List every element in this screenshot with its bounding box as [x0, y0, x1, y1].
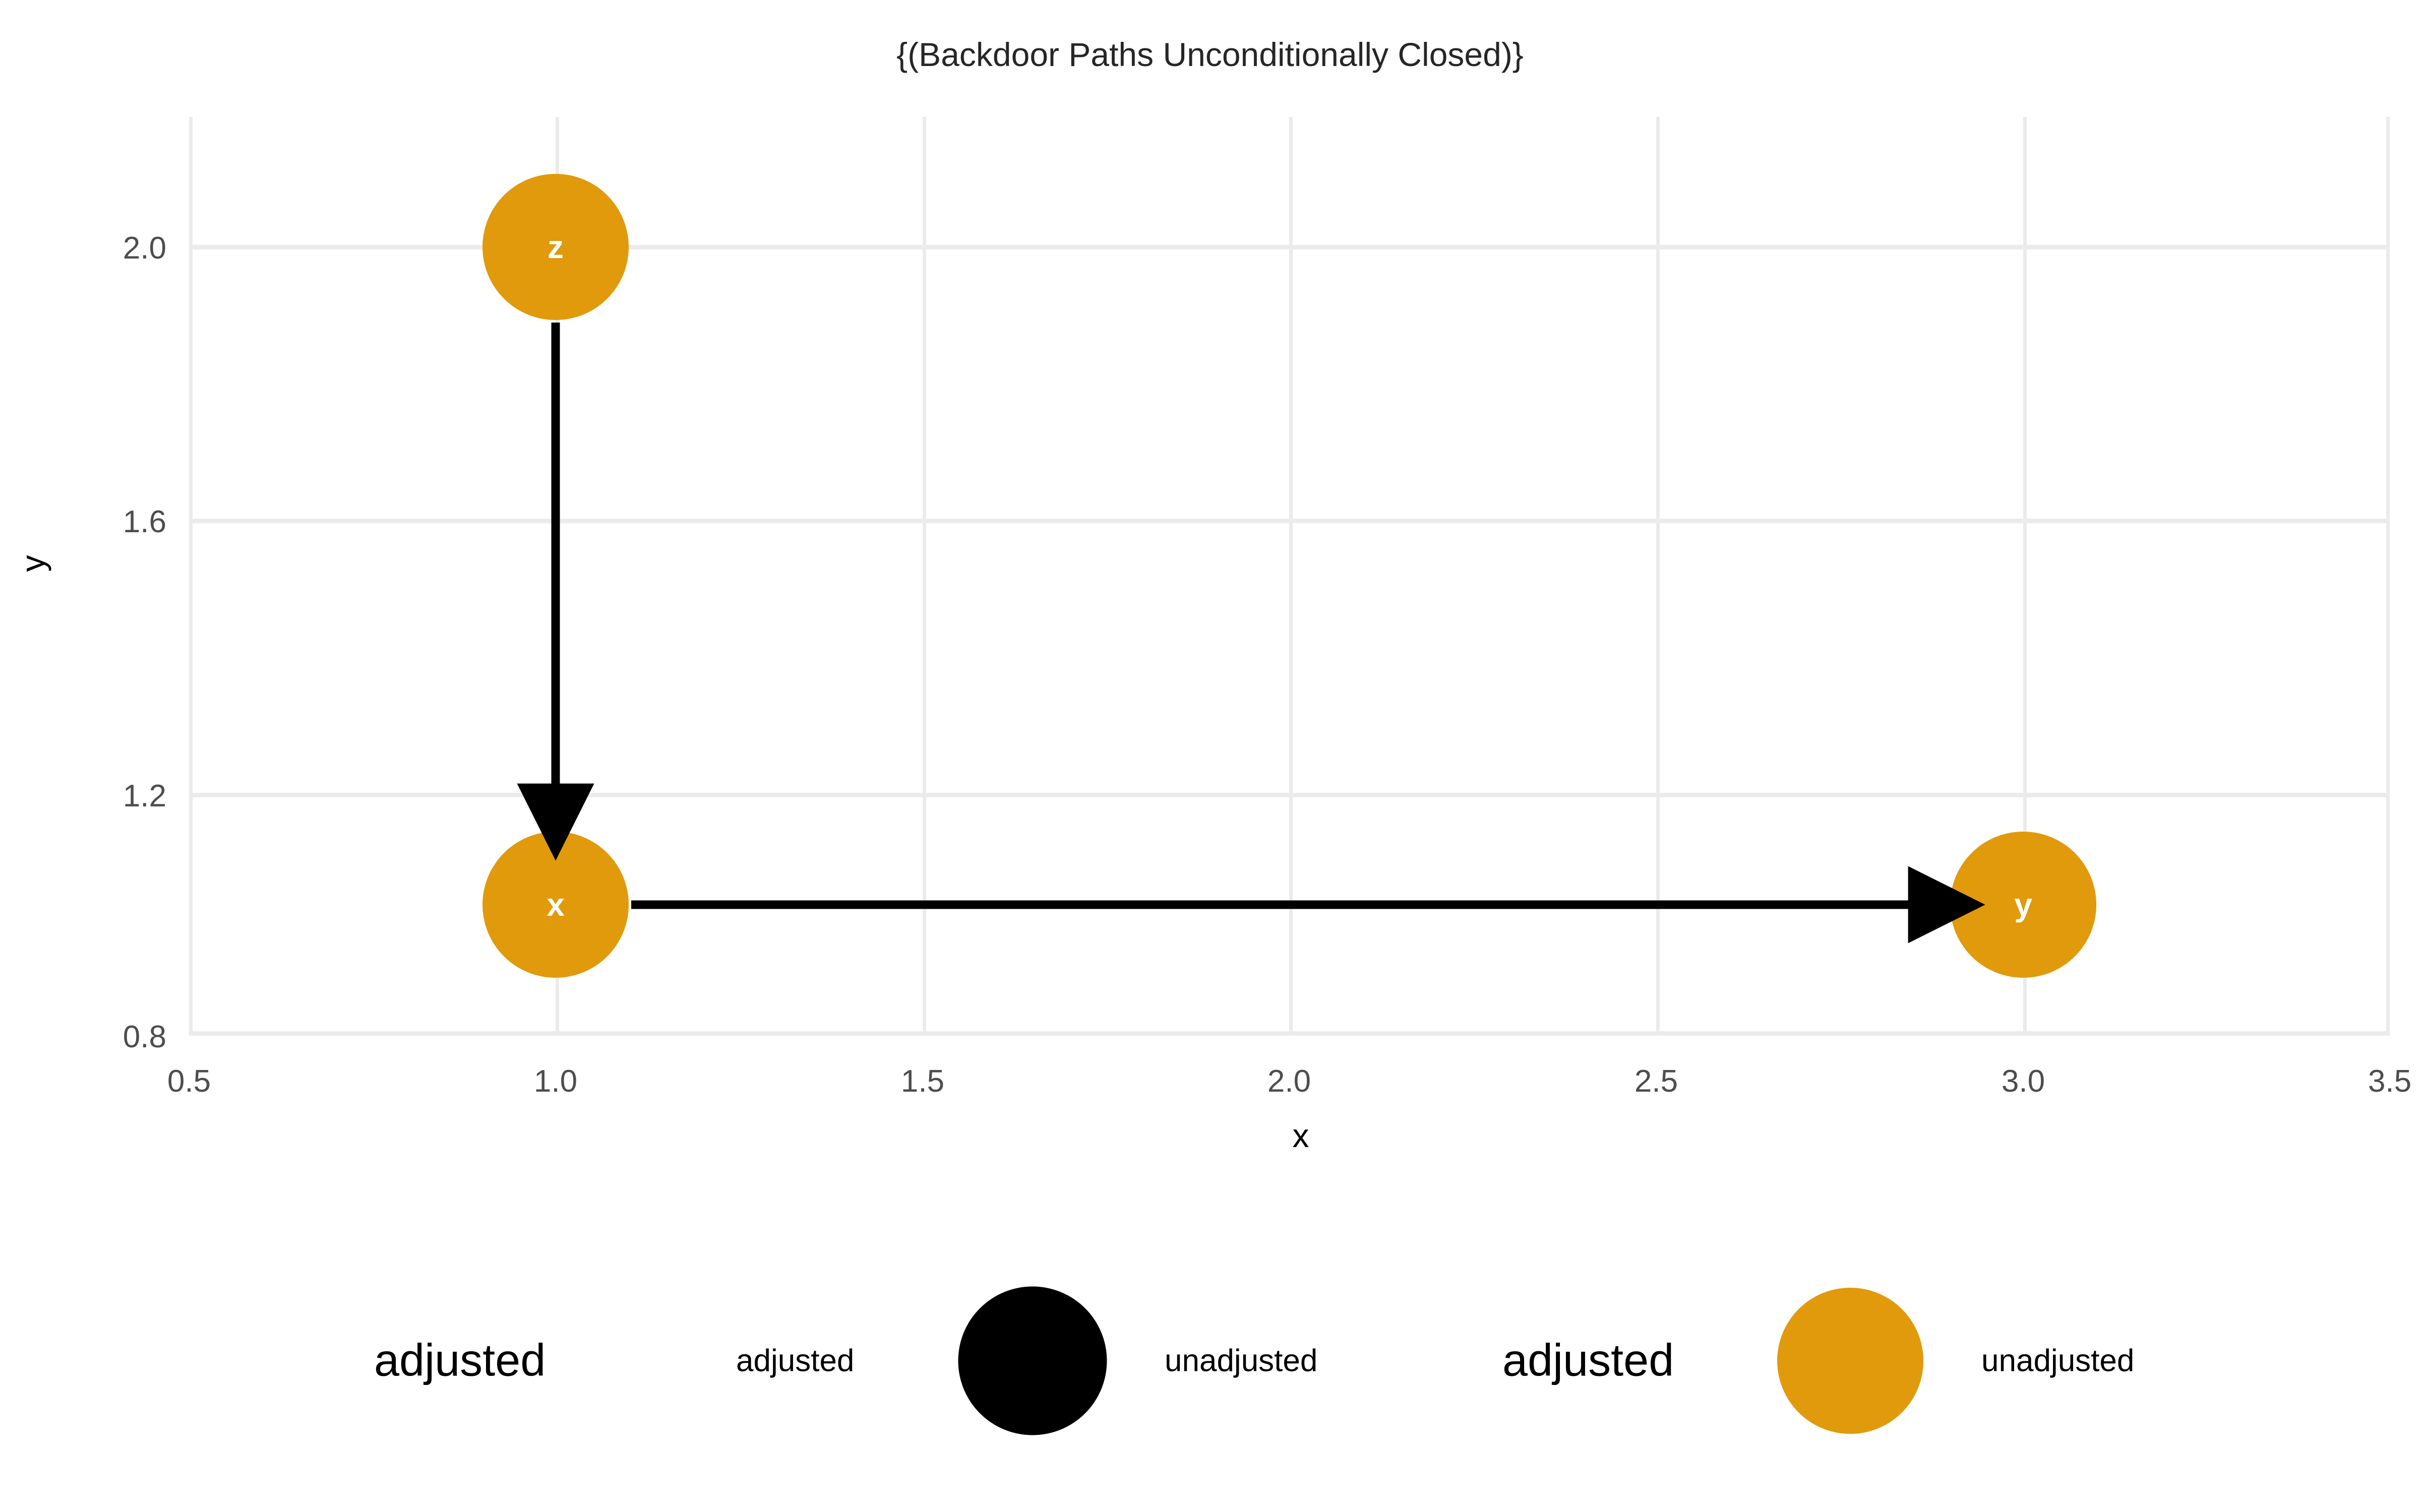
gridline-vertical [2386, 117, 2390, 1036]
plot-area: z x y [189, 117, 2390, 1036]
x-tick-label: 2.0 [1267, 1064, 1311, 1099]
dag-node-y-label: y [2014, 887, 2032, 923]
x-tick-label: 3.0 [2001, 1064, 2045, 1099]
dag-node-z-label: z [548, 229, 564, 265]
dag-node-z[interactable]: z [482, 174, 629, 320]
y-axis-title: y [14, 555, 51, 572]
legend-label-adjusted-orange: adjusted [1502, 1335, 1674, 1386]
x-tick-label: 2.5 [1634, 1064, 1678, 1099]
gridline-horizontal [189, 519, 2390, 523]
x-tick-label: 1.5 [900, 1064, 945, 1099]
y-tick-label: 0.8 [123, 1020, 166, 1054]
x-tick-label: 3.5 [2368, 1064, 2412, 1099]
legend-marker-black-circle [958, 1286, 1107, 1435]
gridline-horizontal [189, 793, 2390, 797]
page-title: {(Backdoor Paths Unconditionally Closed)… [896, 36, 1524, 73]
dag-node-x[interactable]: x [482, 832, 629, 978]
legend-label-unadjusted-orange: unadjusted [1981, 1343, 2135, 1378]
gridline-vertical [923, 117, 926, 1036]
legend-marker-orange-circle [1777, 1288, 1923, 1434]
gridline-vertical [189, 117, 193, 1036]
x-axis-title: x [1292, 1117, 1309, 1154]
x-tick-label: 1.0 [533, 1064, 578, 1099]
legend-label-unadjusted-black: unadjusted [1165, 1343, 1318, 1378]
legend-label-adjusted-primary: adjusted [374, 1335, 546, 1386]
gridline-vertical [2023, 117, 2027, 1036]
y-tick-label: 1.6 [123, 505, 166, 539]
gridline-vertical [1289, 117, 1293, 1036]
gridline-horizontal [189, 1031, 2390, 1036]
y-tick-label: 2.0 [123, 231, 166, 266]
dag-node-x-label: x [547, 887, 565, 923]
legend-label-adjusted-black: adjusted [736, 1343, 855, 1378]
y-tick-label: 1.2 [123, 779, 166, 813]
dag-node-y[interactable]: y [1950, 832, 2096, 978]
gridline-vertical [1656, 117, 1660, 1036]
x-tick-label: 0.5 [167, 1064, 211, 1099]
gridline-horizontal [189, 245, 2390, 249]
legend: adjusted adjusted unadjusted adjusted un… [0, 1255, 2420, 1467]
